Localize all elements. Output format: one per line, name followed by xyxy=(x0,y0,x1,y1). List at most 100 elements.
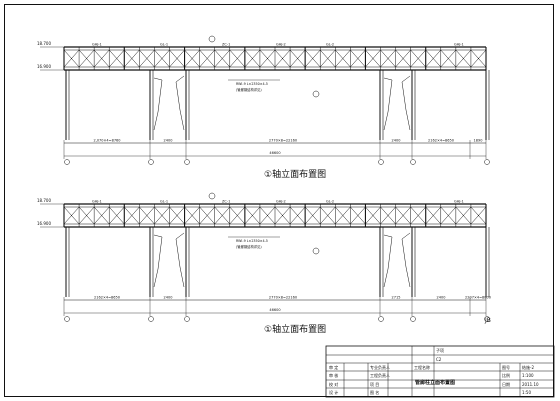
dimension-total: 46600 xyxy=(269,308,280,312)
axis-bubble xyxy=(378,159,384,165)
column-brace xyxy=(383,77,393,131)
axis-bubble xyxy=(484,159,490,165)
dimension-segment: 2770×8=22160 xyxy=(269,296,297,300)
column-brace xyxy=(401,232,411,288)
truss-diagonal xyxy=(335,206,351,225)
dimension-segment: 2400 xyxy=(392,139,401,143)
truss-label: GHJ-1 xyxy=(92,200,102,204)
truss-diagonal xyxy=(124,49,140,68)
tb-scale-mark: 1:50 xyxy=(522,390,531,395)
dimension-segment: 2162×4=8650 xyxy=(428,139,454,143)
truss-diagonal xyxy=(470,206,487,225)
dimension-segment: 2770×8=22160 xyxy=(269,139,297,143)
axis-bubble xyxy=(410,316,416,322)
tb-left-row-1: 审 核 xyxy=(329,373,339,378)
truss-diagonal xyxy=(199,49,215,68)
axis-bubble xyxy=(148,316,154,322)
callout-circle xyxy=(312,247,320,255)
elevation-2-title: ①轴立面布置图 xyxy=(264,323,326,335)
truss-label: GL-2 xyxy=(326,43,334,47)
truss-diagonal xyxy=(78,206,95,225)
truss-diagonal xyxy=(455,49,472,68)
truss-diagonal xyxy=(455,206,472,225)
tb-sub-label: 子项 xyxy=(436,348,444,353)
truss-label: GHJ-2 xyxy=(276,43,286,47)
truss-diagonal xyxy=(139,49,155,68)
truss-diagonal xyxy=(214,206,230,225)
side-mark: JB xyxy=(484,317,491,324)
column-brace xyxy=(175,232,185,288)
tb-mid-row-0: 专业负责人 xyxy=(370,365,390,370)
truss-label: GL-1 xyxy=(160,43,168,47)
truss-diagonal xyxy=(395,49,411,68)
tb-right-val-1: 1:100 xyxy=(522,373,534,378)
tb-seq: C2 xyxy=(436,357,442,362)
truss-diagonal xyxy=(350,49,366,68)
truss-diagonal xyxy=(184,49,200,68)
dimension-segment: 2400 xyxy=(164,296,173,300)
truss-diagonal xyxy=(184,206,200,225)
dimension-segment: 2207×4=8800 xyxy=(465,296,491,300)
axis-bubble xyxy=(378,316,384,322)
tb-right-row-0: 图号 xyxy=(502,365,510,370)
note-b: (管廊钢结构详见) xyxy=(236,244,262,249)
dimension-segment: 1890 xyxy=(474,139,483,143)
tb-right-row-2: 日期 xyxy=(502,382,510,387)
truss-diagonal xyxy=(410,49,426,68)
truss-diagonal xyxy=(365,206,381,225)
dimension-total: 46600 xyxy=(269,151,280,155)
column-brace xyxy=(383,234,393,288)
truss-diagonal xyxy=(274,206,291,225)
truss-diagonal xyxy=(380,206,396,225)
column-brace xyxy=(175,75,185,131)
truss-diagonal xyxy=(304,49,321,68)
level-bottom: 16.900 xyxy=(37,221,51,226)
callout-circle xyxy=(312,90,320,98)
truss-diagonal xyxy=(289,206,306,225)
column-brace xyxy=(153,77,163,131)
truss-label: GHJ-1 xyxy=(454,43,464,47)
truss-diagonal xyxy=(229,49,246,68)
truss-diagonal xyxy=(93,49,110,68)
callout-circle xyxy=(208,35,216,43)
truss-diagonal xyxy=(124,206,140,225)
truss-diagonal xyxy=(470,49,487,68)
axis-bubble xyxy=(148,159,154,165)
truss-diagonal xyxy=(274,49,291,68)
truss-diagonal xyxy=(259,206,276,225)
truss-diagonal xyxy=(139,206,155,225)
truss-diagonal xyxy=(154,49,170,68)
dimension-segment: 2162×4=8650 xyxy=(94,296,120,300)
truss-diagonal xyxy=(63,49,80,68)
axis-bubble xyxy=(484,316,490,322)
tb-mid-row-2: 项 目 xyxy=(370,382,380,387)
tb-right-row-1: 比例 xyxy=(502,373,510,378)
level-top: 18.700 xyxy=(37,198,51,203)
tb-left-row-3: 设 计 xyxy=(329,390,339,395)
tb-project-label: 工程名称 xyxy=(414,365,430,370)
truss-diagonal xyxy=(63,206,80,225)
dimension-segment: 2,070×4=8760 xyxy=(93,139,120,143)
truss-label: GL-2 xyxy=(326,200,334,204)
truss-diagonal xyxy=(154,206,170,225)
truss-diagonal xyxy=(410,206,426,225)
truss-label: GHJ-1 xyxy=(454,200,464,204)
truss-label: GL-1 xyxy=(160,200,168,204)
truss-diagonal xyxy=(365,49,381,68)
truss-diagonal xyxy=(109,206,125,225)
column-brace xyxy=(153,234,163,288)
level-top: 18.700 xyxy=(37,41,51,46)
truss-diagonal xyxy=(335,49,351,68)
truss-diagonal xyxy=(440,49,457,68)
axis-bubble xyxy=(64,159,70,165)
tb-left-row-0: 审 定 xyxy=(329,365,339,370)
level-bottom: 16.900 xyxy=(37,64,51,69)
truss-label: ZC-1 xyxy=(222,43,230,47)
tb-right-val-0: 结施-2 xyxy=(522,365,534,370)
truss-diagonal xyxy=(169,206,185,225)
truss-diagonal xyxy=(395,206,411,225)
truss-label: GHJ-1 xyxy=(92,43,102,47)
